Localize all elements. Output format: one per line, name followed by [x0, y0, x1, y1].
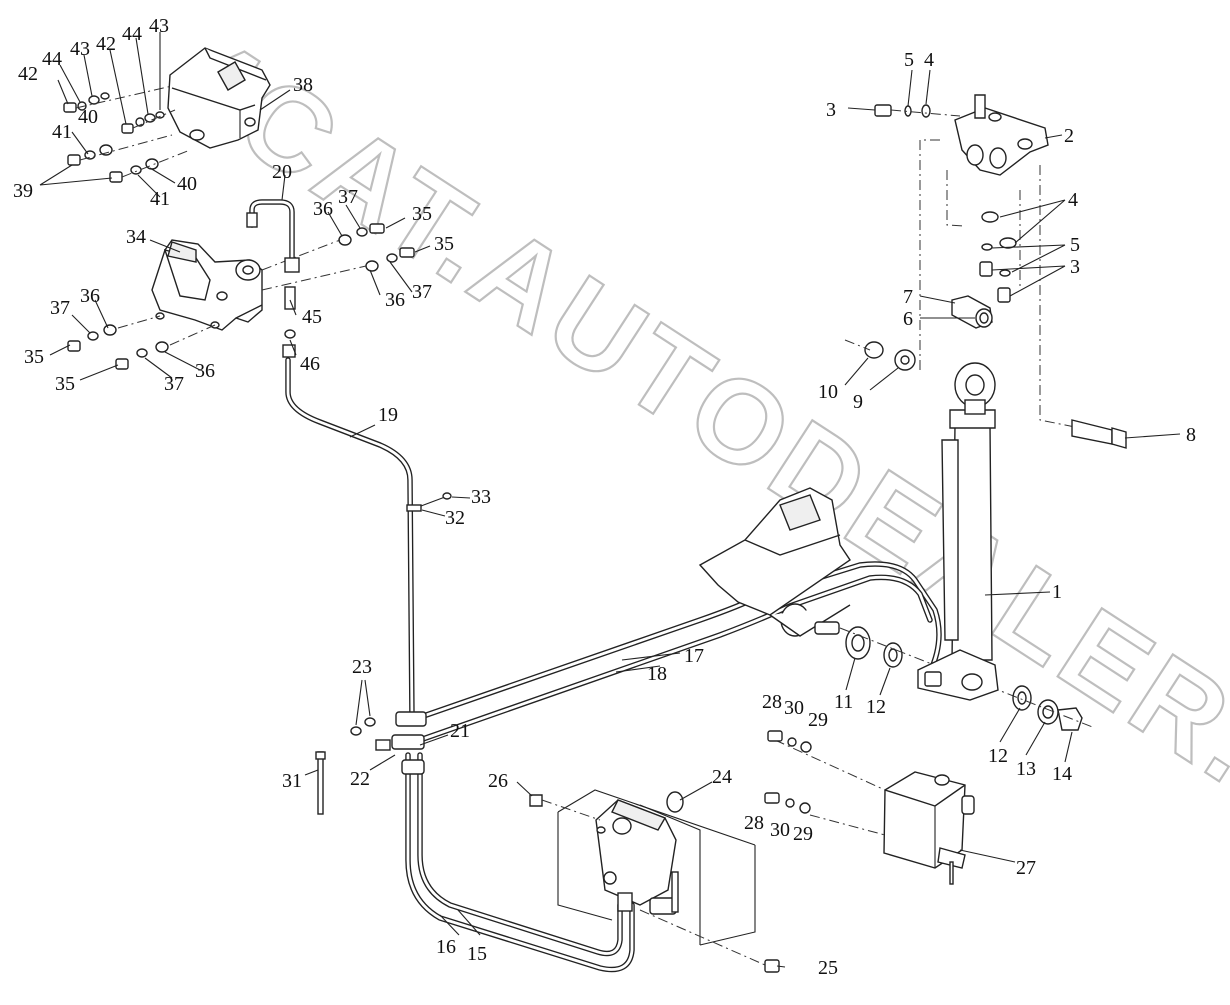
callout-12: 12	[988, 745, 1008, 767]
callout-44: 44	[42, 48, 62, 70]
callout-34: 34	[126, 226, 146, 248]
callout-44: 44	[122, 23, 142, 45]
lock-fittings	[261, 223, 415, 291]
callout-45: 45	[302, 306, 322, 328]
callout-38: 38	[293, 74, 313, 96]
callout-46: 46	[300, 353, 320, 375]
cable-tie	[315, 751, 326, 815]
oil-reservoir	[764, 730, 975, 885]
callout-29: 29	[808, 709, 828, 731]
callout-4: 4	[924, 49, 934, 71]
callout-1: 1	[1052, 581, 1062, 603]
callout-14: 14	[1052, 763, 1072, 785]
callout-8: 8	[1186, 424, 1196, 446]
callout-29: 29	[793, 823, 813, 845]
callout-6: 6	[903, 308, 913, 330]
callout-27: 27	[1016, 857, 1036, 879]
hand-pump	[529, 789, 780, 973]
callout-30: 30	[784, 697, 804, 719]
callout-35: 35	[24, 346, 44, 368]
callout-42: 42	[18, 63, 38, 85]
callout-20: 20	[272, 161, 292, 183]
lock-bolts	[67, 315, 216, 370]
callout-33: 33	[471, 486, 491, 508]
callout-35: 35	[434, 233, 454, 255]
callout-43: 43	[149, 15, 169, 37]
callout-32: 32	[445, 507, 465, 529]
callout-37: 37	[164, 373, 184, 395]
callout-3: 3	[1070, 256, 1080, 278]
callout-17: 17	[684, 645, 704, 667]
bracket-bolts	[979, 211, 1017, 303]
callout-10: 10	[818, 381, 838, 403]
callout-37: 37	[412, 281, 432, 303]
callout-41: 41	[150, 188, 170, 210]
callout-40: 40	[78, 106, 98, 128]
callout-26: 26	[488, 770, 508, 792]
callout-3: 3	[826, 99, 836, 121]
callout-36: 36	[80, 285, 100, 307]
callout-28: 28	[762, 691, 782, 713]
callout-18: 18	[647, 663, 667, 685]
callout-7: 7	[903, 286, 913, 308]
callout-5: 5	[904, 49, 914, 71]
callout-36: 36	[385, 289, 405, 311]
callout-2: 2	[1064, 125, 1074, 147]
callout-36: 36	[313, 198, 333, 220]
callout-12: 12	[866, 696, 886, 718]
cab-lock	[151, 239, 263, 331]
callout-25: 25	[818, 957, 838, 979]
callout-4: 4	[1068, 189, 1078, 211]
callout-42: 42	[96, 33, 116, 55]
callout-11: 11	[834, 691, 853, 713]
callout-35: 35	[412, 203, 432, 225]
lock-hose	[246, 199, 300, 358]
callout-19: 19	[378, 404, 398, 426]
callout-5: 5	[1070, 234, 1080, 256]
cylinder-lower-mount	[698, 487, 1096, 731]
callout-37: 37	[50, 297, 70, 319]
callout-30: 30	[770, 819, 790, 841]
callout-22: 22	[350, 768, 370, 790]
upper-lock-bracket	[167, 47, 271, 149]
callout-21: 21	[450, 720, 470, 742]
callout-16: 16	[436, 936, 456, 958]
callout-24: 24	[712, 766, 732, 788]
callout-28: 28	[744, 812, 764, 834]
leader-lines	[39, 32, 1181, 968]
cylinder-upper-bracket	[874, 94, 1091, 431]
callout-31: 31	[282, 770, 302, 792]
callout-15: 15	[467, 943, 487, 965]
callout-36: 36	[195, 360, 215, 382]
callout-37: 37	[338, 186, 358, 208]
callout-13: 13	[1016, 758, 1036, 780]
callout-40: 40	[177, 173, 197, 195]
callout-9: 9	[853, 391, 863, 413]
callout-35: 35	[55, 373, 75, 395]
cylinder-pin	[844, 295, 1127, 449]
callout-23: 23	[352, 656, 372, 678]
callout-39: 39	[13, 180, 33, 202]
callout-43: 43	[70, 38, 90, 60]
callout-labels: 1 2 3 3 4 4 5 5 6 7 8 9 10 11 12 12 13 1…	[13, 15, 1196, 979]
callout-41: 41	[52, 121, 72, 143]
tilt-cylinder	[917, 362, 999, 701]
